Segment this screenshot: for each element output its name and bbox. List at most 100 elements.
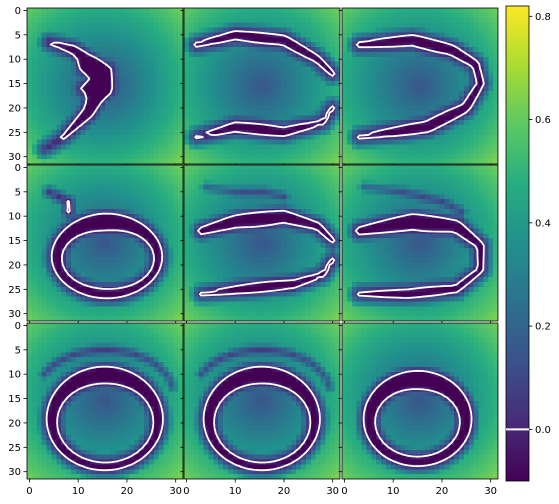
heatmap-cell	[335, 199, 340, 205]
heatmap-cell	[468, 76, 475, 82]
heatmap-cell	[330, 110, 336, 116]
heatmap-cell	[420, 17, 426, 24]
heatmap-cell	[276, 71, 283, 77]
heatmap-cell	[139, 51, 145, 58]
heatmap-cell	[36, 12, 43, 19]
heatmap-cell	[325, 247, 331, 254]
heatmap-cell	[124, 66, 130, 72]
heatmap-cell	[381, 139, 387, 146]
heatmap-cell	[463, 134, 470, 141]
heatmap-cell	[281, 81, 287, 87]
heatmap-cell	[203, 228, 209, 234]
heatmap-cell	[342, 149, 348, 155]
heatmap-cell	[325, 184, 331, 190]
heatmap-cell	[114, 218, 121, 225]
heatmap-cell	[262, 8, 268, 14]
heatmap-cell	[223, 243, 229, 249]
heatmap-cell	[46, 277, 52, 283]
heatmap-cell	[153, 159, 160, 164]
heatmap-cell	[376, 159, 382, 164]
heatmap-cell	[41, 169, 48, 176]
heatmap-cell	[105, 81, 111, 87]
heatmap-cell	[468, 17, 475, 24]
heatmap-cell	[281, 90, 287, 97]
heatmap-cell	[257, 125, 263, 131]
heatmap-cell	[291, 12, 297, 19]
heatmap-cell	[449, 125, 455, 131]
heatmap-cell	[493, 115, 498, 121]
heatmap-cell	[449, 90, 455, 97]
heatmap-cell	[144, 81, 150, 87]
heatmap-cell	[330, 184, 336, 190]
heatmap-cell	[153, 213, 160, 220]
heatmap-cell	[454, 61, 460, 68]
heatmap-cell	[56, 27, 62, 33]
heatmap-cell	[223, 144, 229, 150]
heatmap-cell	[114, 27, 121, 33]
heatmap-cell	[119, 154, 126, 160]
heatmap-cell	[351, 86, 358, 92]
heatmap-cell	[468, 154, 475, 160]
heatmap-cell	[286, 27, 292, 33]
heatmap-cell	[429, 154, 436, 160]
heatmap-cell	[95, 262, 101, 268]
heatmap-cell	[227, 243, 234, 249]
heatmap-cell	[335, 86, 340, 92]
heatmap-cell	[100, 238, 106, 244]
heatmap-cell	[410, 110, 416, 116]
heatmap-cell	[46, 32, 52, 38]
heatmap-cell	[286, 129, 292, 136]
heatmap-cell	[227, 61, 234, 68]
heatmap-cell	[361, 71, 367, 77]
heatmap-cell	[218, 184, 224, 190]
heatmap-cell	[158, 56, 165, 63]
heatmap-cell	[315, 169, 322, 176]
heatmap-cell	[105, 115, 111, 121]
heatmap-cell	[281, 257, 287, 264]
heatmap-cell	[385, 76, 392, 82]
heatmap-cell	[305, 8, 312, 14]
heatmap-cell	[232, 71, 239, 77]
heatmap-cell	[361, 51, 367, 58]
heatmap-cell	[188, 32, 195, 38]
heatmap-cell	[124, 165, 130, 171]
heatmap-cell	[335, 115, 340, 121]
heatmap-cell	[247, 238, 253, 244]
heatmap-cell	[129, 184, 135, 190]
heatmap-cell	[291, 120, 297, 126]
heatmap-cell	[129, 267, 135, 273]
heatmap-cell	[134, 316, 140, 321]
heatmap-cell	[27, 267, 33, 273]
heatmap-cell	[247, 218, 253, 225]
heatmap-cell	[439, 71, 445, 77]
heatmap-cell	[41, 115, 48, 121]
heatmap-cell	[75, 267, 82, 273]
heatmap-cell	[444, 37, 450, 43]
heatmap-cell	[90, 27, 96, 33]
heatmap-cell	[56, 61, 62, 68]
heatmap-cell	[296, 47, 302, 53]
heatmap-cell	[158, 189, 165, 195]
heatmap-cell	[114, 149, 121, 155]
heatmap-cell	[114, 238, 121, 244]
heatmap-cell	[488, 134, 494, 141]
heatmap-cell	[139, 134, 145, 141]
heatmap-cell	[184, 286, 190, 293]
heatmap-cell	[420, 149, 426, 155]
heatmap-cell	[444, 110, 450, 116]
heatmap-cell	[85, 22, 91, 29]
heatmap-cell	[105, 66, 111, 72]
heatmap-cell	[198, 8, 205, 14]
heatmap-cell	[51, 169, 57, 176]
heatmap-cell	[124, 47, 130, 53]
heatmap-cell	[342, 120, 348, 126]
heatmap-cell	[184, 272, 190, 278]
heatmap-cell	[463, 37, 470, 43]
heatmap-cell	[434, 32, 441, 38]
heatmap-cell	[473, 37, 480, 43]
heatmap-cell	[356, 47, 363, 53]
heatmap-cell	[158, 22, 165, 29]
heatmap-cell	[203, 81, 209, 87]
heatmap-cell	[276, 56, 283, 63]
heatmap-cell	[291, 165, 297, 171]
